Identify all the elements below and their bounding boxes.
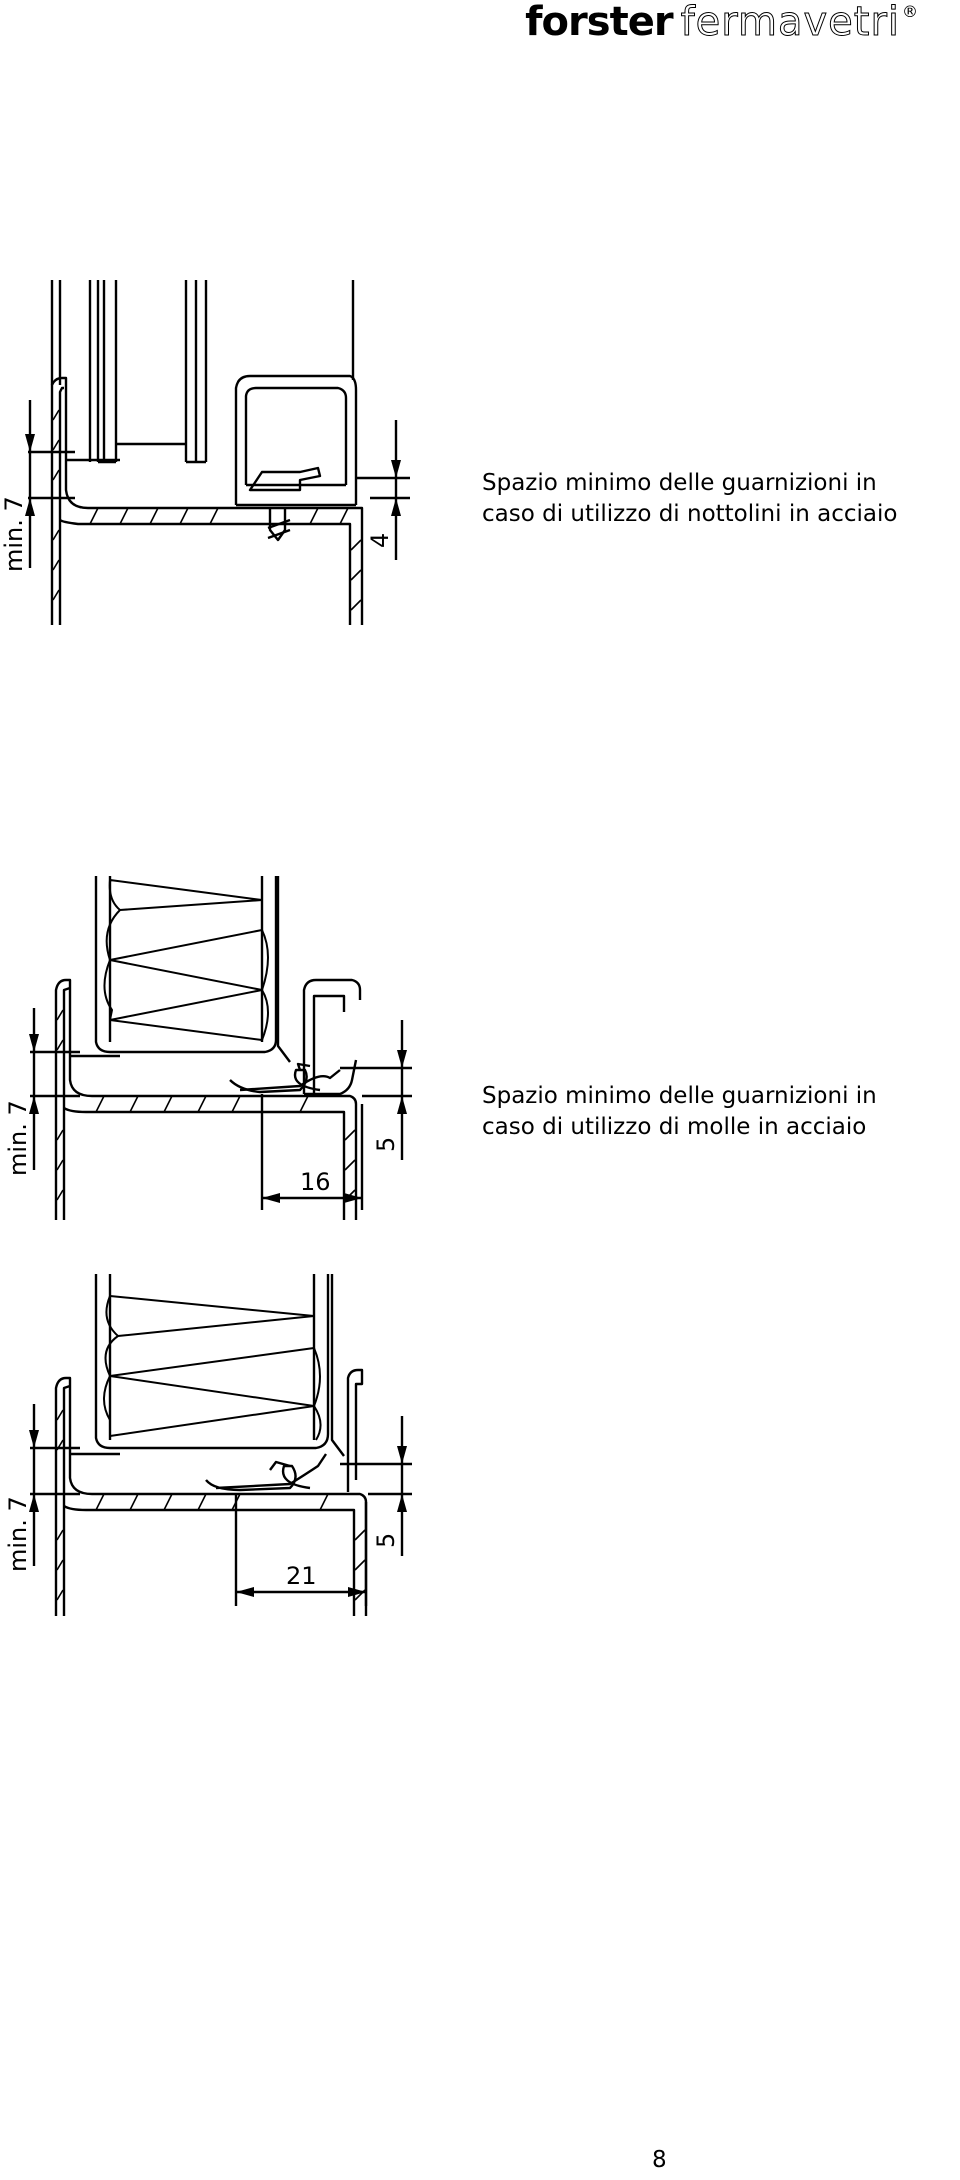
page-number: 8 [652,2147,667,2173]
dim-min-label: min. 7 [4,1100,32,1176]
dim-min-label: min. 7 [4,1496,32,1572]
dim-width-label: 21 [286,1562,317,1590]
brand-name-bold: forster [525,0,673,45]
dim-width-label: 16 [300,1168,331,1196]
figure-2-drawing: min. 7 5 16 [4,876,412,1220]
figure-1-drawing: min. 7 4 [0,280,410,625]
dim-height-label: 5 [372,1137,400,1152]
caption-line: caso di utilizzo di molle in acciaio [482,1114,867,1140]
figure-1-caption: Spazio minimo delle guarnizioni in caso … [482,468,897,530]
dim-height-label: 4 [366,533,394,548]
figure-2-caption: Spazio minimo delle guarnizioni in caso … [482,1081,877,1143]
dim-min-label: min. 7 [0,496,28,572]
caption-line: Spazio minimo delle guarnizioni in [482,1083,877,1109]
registered-mark: ® [902,2,918,21]
caption-line: Spazio minimo delle guarnizioni in [482,470,877,496]
caption-line: caso di utilizzo di nottolini in acciaio [482,501,898,527]
figure-3-drawing: min. 7 5 21 [4,1274,412,1616]
brand-name-outline: fermavetri [680,0,900,45]
dim-height-label: 5 [372,1533,400,1548]
